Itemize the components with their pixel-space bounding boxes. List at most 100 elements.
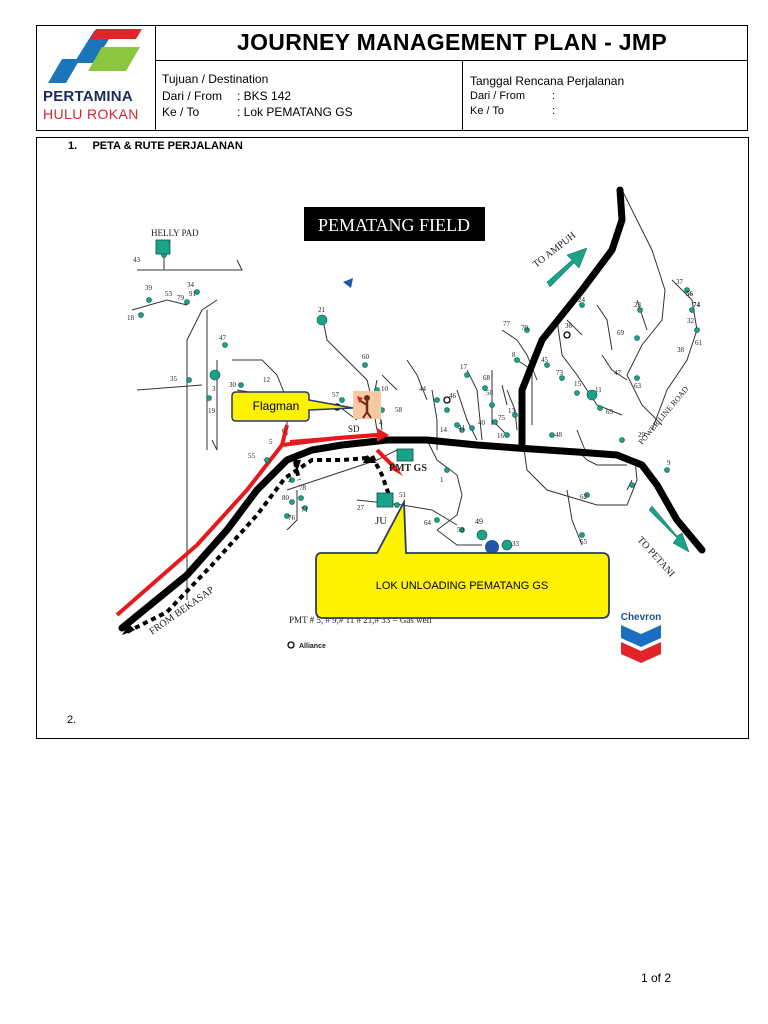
- section2-number: 2.: [67, 714, 77, 726]
- flagman-icon: [353, 391, 381, 419]
- from-bekasap-label: FROM BEKASAP: [147, 584, 216, 637]
- logo-cell: PERTAMINA HULU ROKAN: [36, 25, 156, 131]
- unloading-callout: LOK UNLOADING PEMATANG GS: [315, 498, 610, 619]
- svg-text:3: 3: [212, 385, 216, 393]
- to-label: Ke / To: [162, 105, 200, 119]
- logo-line1: PERTAMINA: [43, 88, 133, 105]
- svg-text:15: 15: [574, 380, 582, 388]
- svg-text:24: 24: [578, 296, 586, 304]
- svg-text:63: 63: [634, 382, 642, 390]
- main-road-bekasap: [118, 436, 706, 632]
- svg-text:48: 48: [555, 431, 563, 439]
- to-value: : Lok PEMATANG GS: [237, 105, 353, 119]
- pematang-field-title: PEMATANG FIELD: [304, 207, 485, 241]
- dotted-arrowhead-3: [363, 455, 377, 463]
- to-petani-label: TO PETANI: [635, 535, 677, 580]
- svg-text:76: 76: [288, 514, 296, 522]
- svg-text:8: 8: [512, 351, 516, 359]
- sd-label: SD: [348, 424, 360, 434]
- svg-text:13: 13: [508, 407, 516, 415]
- page-number: 1 of 2: [641, 971, 672, 985]
- svg-text:29: 29: [638, 431, 646, 439]
- well-number-labels: 43 39 53 79 34 91 18 21 60 57 10 58 47 3…: [127, 256, 703, 548]
- svg-text:73: 73: [556, 369, 564, 377]
- svg-text:60: 60: [362, 353, 370, 361]
- svg-text:65: 65: [606, 408, 614, 416]
- small-blue-triangle: [343, 278, 353, 288]
- dotted-arrowhead-1: [293, 460, 301, 472]
- svg-text:74: 74: [693, 301, 701, 309]
- svg-text:77: 77: [503, 320, 511, 328]
- page-title: JOURNEY MANAGEMENT PLAN - JMP: [237, 29, 667, 55]
- svg-text:70: 70: [521, 324, 529, 332]
- svg-text:4: 4: [379, 419, 383, 427]
- ju-label: JU: [375, 515, 387, 527]
- svg-text:14: 14: [440, 426, 448, 434]
- plan-from-value: :: [552, 90, 556, 102]
- plan-from-label: Dari / From: [470, 90, 525, 102]
- flagman-label: Flagman: [253, 399, 300, 413]
- svg-text:50: 50: [486, 389, 494, 397]
- svg-text:16: 16: [497, 432, 505, 440]
- svg-text:44: 44: [419, 385, 427, 393]
- from-value: : BKS 142: [237, 89, 292, 103]
- plan-to-value: :: [552, 105, 556, 117]
- svg-text:17: 17: [460, 363, 468, 371]
- svg-text:59: 59: [457, 526, 465, 534]
- svg-text:30: 30: [229, 381, 237, 389]
- dotted-arrowhead-2: [122, 624, 135, 635]
- plan-to-label: Ke / To: [470, 105, 505, 117]
- legend-gas-label: PMT # 5, # 9,# 11 # 21,# 33 = Gas well: [289, 615, 432, 625]
- svg-text:2: 2: [288, 476, 292, 484]
- svg-text:Chevron: Chevron: [621, 612, 662, 623]
- svg-text:79: 79: [177, 294, 185, 302]
- svg-text:36: 36: [565, 322, 573, 330]
- svg-text:65: 65: [580, 538, 588, 546]
- main-roads: [118, 186, 706, 632]
- svg-text:47: 47: [614, 369, 622, 377]
- pertamina-logo-icon: [48, 29, 142, 83]
- unloading-label: LOK UNLOADING PEMATANG GS: [376, 580, 549, 592]
- section1-title: 1. PETA & RUTE PERJALANAN: [68, 140, 243, 152]
- svg-text:33: 33: [512, 540, 520, 548]
- route-map: PEMATANG FIELD HELLY PAD TO AMPUH TO PET…: [115, 186, 706, 663]
- svg-text:32: 32: [687, 317, 695, 325]
- svg-text:10: 10: [381, 385, 389, 393]
- destination-label: Tujuan / Destination: [162, 72, 269, 86]
- pmt-gs-label: PMT GS: [389, 463, 427, 474]
- flagman-callout: Flagman: [231, 391, 354, 422]
- svg-text:57: 57: [332, 391, 340, 399]
- svg-text:41: 41: [458, 424, 466, 432]
- helly-pad-label: HELLY PAD: [151, 228, 199, 238]
- chevron-logo-icon: Chevron: [621, 612, 662, 663]
- svg-text:43: 43: [133, 256, 141, 264]
- well-markers: [138, 252, 700, 551]
- svg-text:68: 68: [483, 374, 491, 382]
- svg-text:49: 49: [475, 517, 483, 526]
- svg-text:9: 9: [667, 459, 671, 467]
- alliance-legend-icon: [287, 641, 295, 649]
- svg-text:62: 62: [580, 493, 588, 501]
- svg-text:1: 1: [440, 476, 444, 484]
- map-frame: [36, 137, 749, 739]
- svg-text:21: 21: [318, 306, 326, 314]
- svg-text:6: 6: [282, 427, 286, 435]
- svg-text:75: 75: [498, 414, 506, 422]
- facility-squares: [155, 239, 414, 508]
- title-cell: JOURNEY MANAGEMENT PLAN - JMP: [156, 25, 748, 61]
- header-table: [36, 25, 748, 131]
- svg-text:39: 39: [145, 284, 153, 292]
- svg-text:80: 80: [282, 494, 290, 502]
- svg-text:40: 40: [478, 419, 486, 427]
- svg-text:56: 56: [686, 290, 694, 298]
- thin-roads: [131, 189, 698, 600]
- main-road-ampuh: [518, 186, 626, 452]
- svg-text:78: 78: [299, 484, 307, 492]
- red-arrowhead-2: [389, 462, 403, 476]
- svg-text:35: 35: [170, 375, 178, 383]
- svg-text:69: 69: [617, 329, 625, 337]
- svg-text:46: 46: [449, 392, 457, 400]
- svg-text:18: 18: [127, 314, 135, 322]
- svg-text:5: 5: [269, 438, 273, 446]
- svg-text:61: 61: [695, 339, 703, 347]
